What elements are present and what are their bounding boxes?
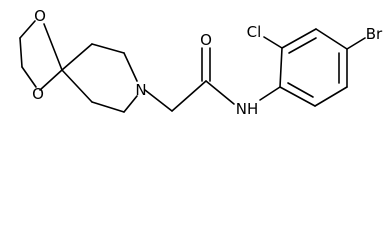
bond-ring-c6-c1 [279, 86, 316, 107]
bond-c2-c3 [19, 37, 23, 68]
atom-label-amide-nh: NH [236, 100, 259, 118]
bond-ring-c3-c3-inner [288, 37, 317, 54]
bond-spiro-o1 [43, 23, 63, 71]
atom-label-oxygen-bottom: O [32, 85, 44, 103]
bond-ring-c5-c6 [314, 86, 348, 107]
bond-c-bottom-spiro [61, 69, 93, 103]
bond-nh-aryl-c [259, 86, 281, 101]
bond-ring-c6-c1-inner [287, 82, 314, 98]
bond-carbonyl-c-nh [205, 80, 235, 105]
bond-n-ch2 [144, 89, 173, 112]
atom-label-chlorine: Cl [247, 23, 262, 41]
bond-o1-c2 [19, 20, 36, 39]
bond-c-topright-n [123, 52, 138, 82]
bond-ring-c1-c2 [279, 47, 283, 88]
bond-ring-c3-c4 [315, 28, 348, 50]
bond-o4-spiro [39, 69, 63, 91]
bond-ring-c2-c3 [281, 28, 317, 49]
bond-spiro-c-top [61, 43, 93, 71]
bond-ch2-carbonyl-c [171, 80, 207, 112]
bond-c3-o4 [21, 66, 37, 88]
bond-c-top-c-topright [91, 43, 125, 54]
atom-label-bromine: Br [366, 25, 383, 43]
bond-n-c-bottomright [123, 95, 138, 113]
atom-labels: O O N O NH Cl Br [32, 7, 383, 118]
molecule-structure-diagram: O O N O NH Cl Br [19, 7, 383, 118]
bond-ring-c4-br [346, 37, 366, 50]
bond-c-bottomright-c-bottom [91, 101, 125, 113]
bond-ring-c2-cl [263, 36, 283, 49]
bonds [19, 20, 366, 113]
atom-label-oxygen-top: O [34, 7, 46, 25]
atom-label-carbonyl-oxygen: O [200, 31, 212, 49]
atom-label-piperidine-nitrogen: N [135, 81, 146, 99]
